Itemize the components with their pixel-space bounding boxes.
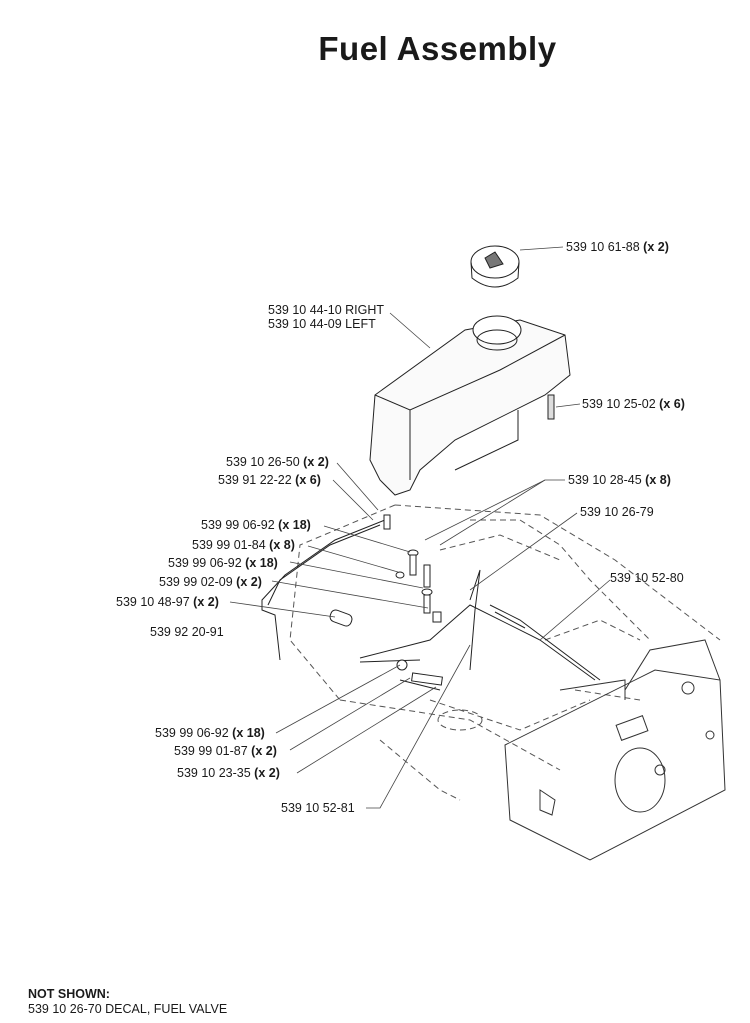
part-number: 539 10 23-35 xyxy=(177,766,251,780)
quantity: (x 18) xyxy=(232,726,265,740)
quantity: (x 8) xyxy=(269,538,295,552)
fuel-cap xyxy=(470,245,520,288)
part-number: 539 99 01-84 xyxy=(192,538,266,552)
part-number: 539 99 01-87 xyxy=(174,744,248,758)
quantity: (x 2) xyxy=(251,744,277,758)
quantity: (x 2) xyxy=(254,766,280,780)
callout-screw: 539 10 23-35 (x 2) xyxy=(177,766,280,780)
part-number: 539 10 25-02 xyxy=(582,397,656,411)
part-number: 539 10 48-97 xyxy=(116,595,190,609)
hardware xyxy=(383,514,442,623)
callout-spacer: 539 10 28-45 (x 8) xyxy=(568,473,671,487)
part-number: 539 10 28-45 xyxy=(568,473,642,487)
callout-washer-c: 539 99 06-92 (x 18) xyxy=(155,726,265,740)
callout-hose: 539 92 20-91 xyxy=(150,625,224,639)
callout-clamp: 539 10 26-50 (x 2) xyxy=(226,455,329,469)
part-number: 539 10 26-79 xyxy=(580,505,654,519)
not-shown-item: 539 10 26-70 DECAL, FUEL VALVE xyxy=(28,1002,228,1016)
part-number: 539 91 22-22 xyxy=(218,473,292,487)
part-number: 539 99 06-92 xyxy=(155,726,229,740)
quantity: (x 2) xyxy=(193,595,219,609)
callout-cap: 539 10 61-88 (x 2) xyxy=(566,240,669,254)
part-number: 539 10 52-80 xyxy=(610,571,684,585)
side-plate xyxy=(504,639,726,861)
callout-stud: 539 10 25-02 (x 6) xyxy=(582,397,685,411)
quantity: (x 2) xyxy=(643,240,669,254)
chassis-frame xyxy=(289,504,721,801)
callout-tank-right: 539 10 44-10 RIGHT xyxy=(268,303,384,317)
quantity: (x 18) xyxy=(278,518,311,532)
not-shown-heading: NOT SHOWN: xyxy=(28,987,110,1001)
callout-washer-a: 539 99 06-92 (x 18) xyxy=(201,518,311,532)
fuel-lines xyxy=(261,519,601,691)
quantity: (x 2) xyxy=(236,575,262,589)
callout-hose-clamp: 539 10 48-97 (x 2) xyxy=(116,595,219,609)
part-number: 539 10 52-81 xyxy=(281,801,355,815)
part-number: 539 99 02-09 xyxy=(159,575,233,589)
quantity: (x 8) xyxy=(645,473,671,487)
part-number: 539 10 44-10 RIGHT xyxy=(268,303,385,317)
callout-rod: 539 10 52-81 xyxy=(281,801,355,815)
part-number: 539 99 06-92 xyxy=(201,518,275,532)
callout-clip: 539 91 22-22 (x 6) xyxy=(218,473,321,487)
quantity: (x 6) xyxy=(295,473,321,487)
callout-bracket: 539 10 26-79 xyxy=(580,505,654,519)
callout-tank-left: 539 10 44-09 LEFT xyxy=(268,317,376,331)
callout-line: 539 10 52-80 xyxy=(610,571,684,585)
part-number: 539 92 20-91 xyxy=(150,625,224,639)
page-title: Fuel Assembly xyxy=(318,30,557,67)
fuel-tank xyxy=(369,315,571,496)
part-number: 539 10 26-50 xyxy=(226,455,300,469)
quantity: (x 18) xyxy=(245,556,278,570)
quantity: (x 2) xyxy=(303,455,329,469)
leader-lines xyxy=(229,246,611,809)
part-number: 539 10 44-09 LEFT xyxy=(268,317,376,331)
part-number: 539 99 06-92 xyxy=(168,556,242,570)
quantity: (x 6) xyxy=(659,397,685,411)
not-shown-list: NOT SHOWN: 539 10 26-70 DECAL, FUEL VALV… xyxy=(28,987,227,1017)
part-number: 539 10 61-88 xyxy=(566,240,640,254)
callout-nut-b: 539 99 01-87 (x 2) xyxy=(174,744,277,758)
callout-bolt: 539 99 02-09 (x 2) xyxy=(159,575,262,589)
callout-washer-b: 539 99 06-92 (x 18) xyxy=(168,556,278,570)
callout-nut-a: 539 99 01-84 (x 8) xyxy=(192,538,295,552)
